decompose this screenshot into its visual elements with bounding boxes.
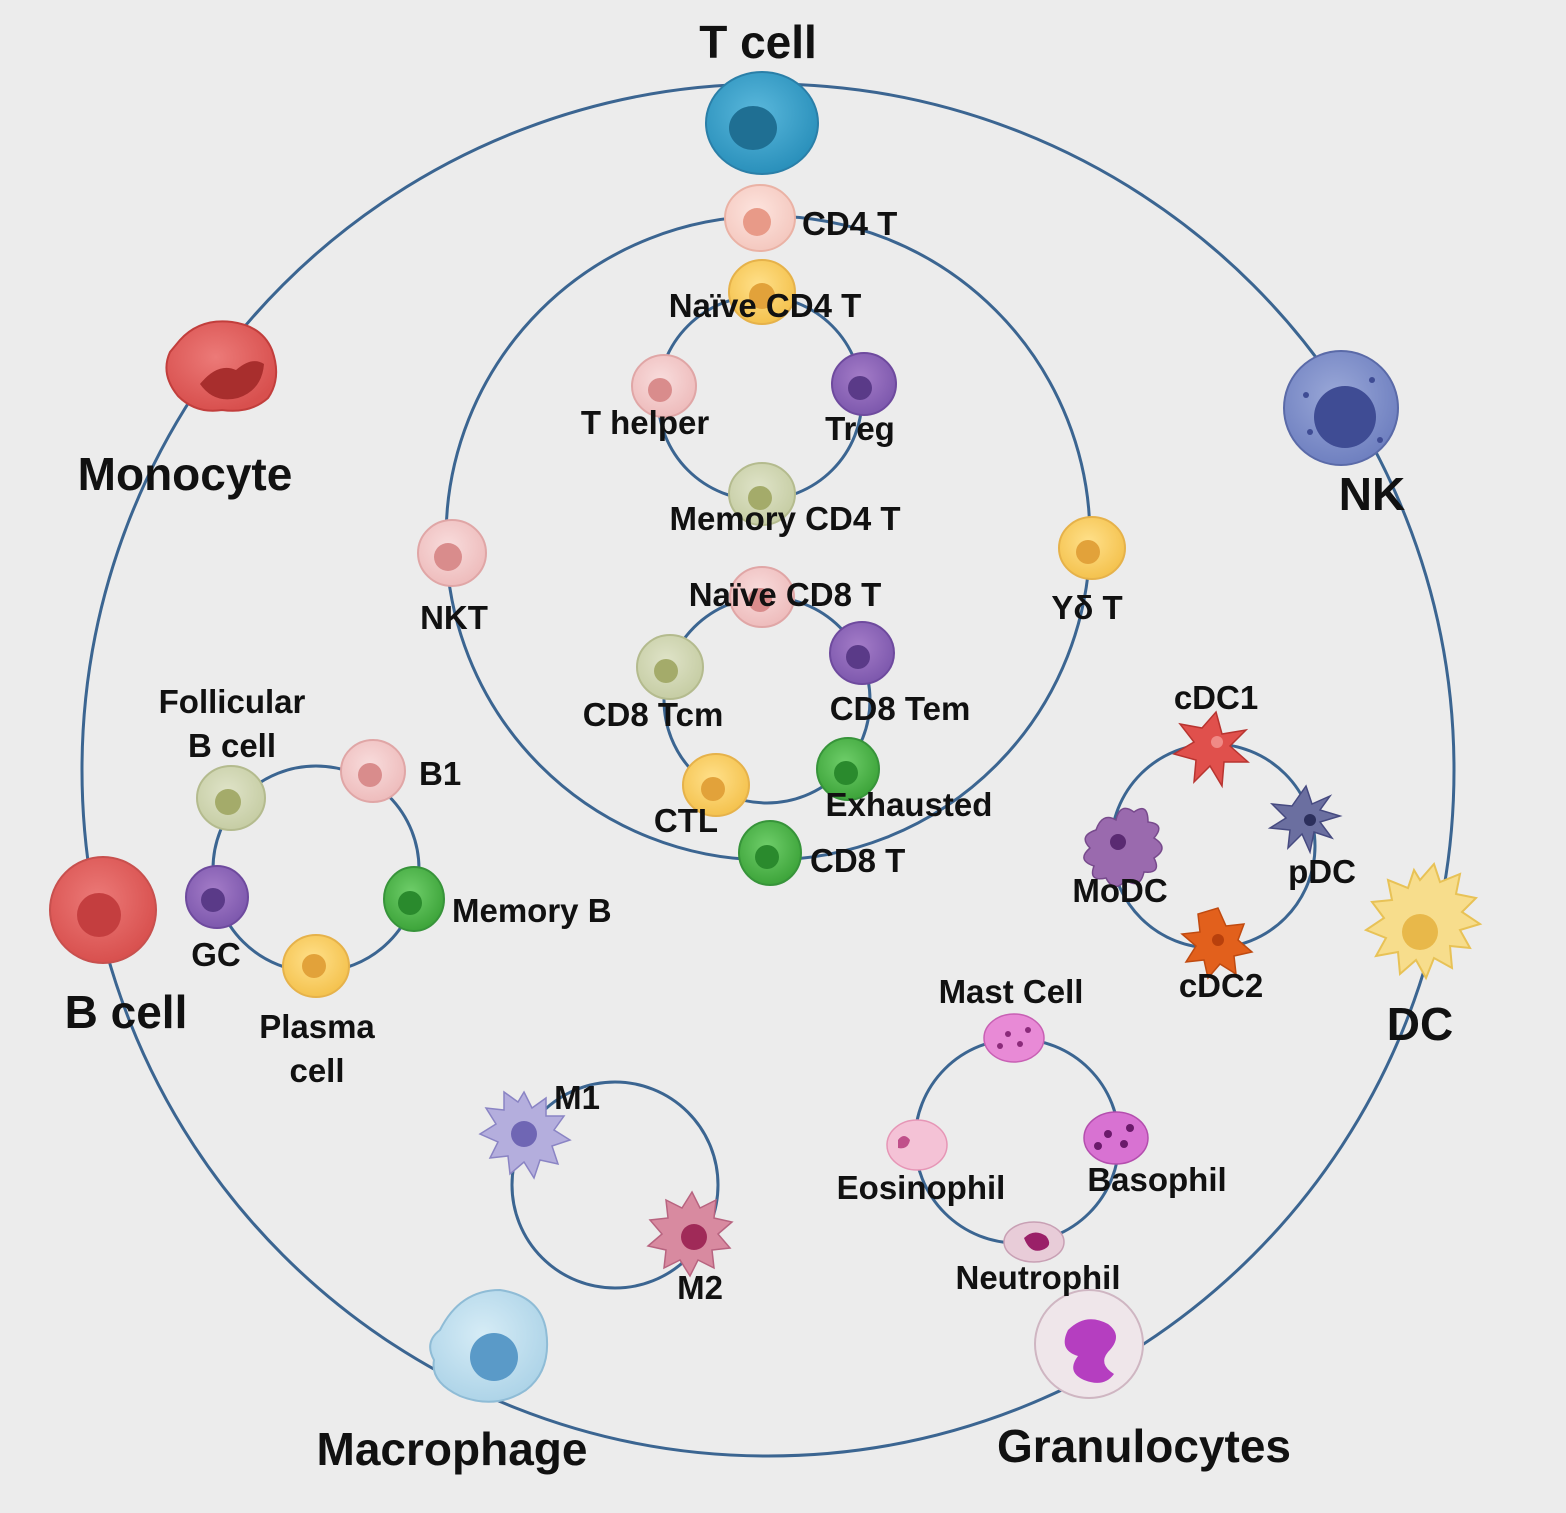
ctl-icon <box>682 753 750 817</box>
eosinophil-label: Eosinophil <box>837 1169 1006 1206</box>
treg-icon <box>831 352 897 416</box>
cd8-tcm-icon <box>636 634 704 700</box>
nkt-label: NKT <box>420 599 488 636</box>
memory-b-label: Memory B <box>452 892 612 929</box>
naive-cd8-t-label: Naïve CD8 T <box>689 576 882 613</box>
naive-cd4-t-icon <box>728 259 796 325</box>
gd-t-label: Yδ T <box>1051 589 1122 626</box>
nkt-icon <box>417 519 487 587</box>
t-helper-label: T helper <box>581 404 710 441</box>
memory-cd4-t-icon <box>728 462 796 526</box>
macrophage-icon <box>429 1288 549 1403</box>
basophil-label: Basophil <box>1087 1161 1226 1198</box>
m1-icon <box>478 1090 572 1180</box>
follicular-b-cell-icon <box>196 765 266 831</box>
cd4-t-label: CD4 T <box>802 205 897 242</box>
mast-cell-icon <box>983 1013 1045 1063</box>
exhausted-label: Exhausted <box>826 786 993 823</box>
naive-cd4-t-label: Naïve CD4 T <box>669 287 862 324</box>
monocyte-icon <box>165 320 278 412</box>
naive-cd8-t-icon <box>729 566 795 628</box>
m1-label: M1 <box>554 1079 600 1116</box>
gc-label: GC <box>191 936 241 973</box>
gc-icon <box>185 865 249 929</box>
plasma-cell-icon <box>282 934 350 998</box>
cd8-t-icon <box>738 820 802 886</box>
granulocytes-icon <box>1034 1289 1144 1399</box>
t-cell-icon <box>705 71 819 175</box>
cdc2-label: cDC2 <box>1179 967 1263 1004</box>
granulocytes-label: Granulocytes <box>997 1420 1291 1472</box>
mast-cell-label: Mast Cell <box>939 973 1084 1010</box>
plasma-label-line2: cell <box>289 1052 344 1089</box>
macrophage-label: Macrophage <box>317 1423 588 1475</box>
b1-icon <box>340 739 406 803</box>
plasma-label-line1: Plasma <box>259 1008 375 1045</box>
memory-b-icon <box>383 866 445 932</box>
cd4-t-icon <box>724 184 796 252</box>
monocyte-label: Monocyte <box>78 448 293 500</box>
b-cell-label: B cell <box>65 986 188 1038</box>
cd8-t-label: CD8 T <box>810 842 905 879</box>
gd-t-icon <box>1058 516 1126 580</box>
dc-label: DC <box>1387 998 1453 1050</box>
pdc-label: pDC <box>1288 853 1356 890</box>
cd8-tcm-label: CD8 Tcm <box>583 696 724 733</box>
cdc1-icon <box>1172 710 1250 789</box>
basophil-icon <box>1083 1111 1149 1165</box>
b1-label: B1 <box>419 755 461 792</box>
macrophage-ring <box>510 1080 720 1290</box>
m2-label: M2 <box>677 1269 723 1306</box>
m2-icon <box>646 1190 734 1278</box>
nk-icon <box>1283 350 1399 466</box>
nk-label: NK <box>1339 468 1405 520</box>
neutrophil-label: Neutrophil <box>956 1259 1121 1296</box>
cd8-tem-icon <box>829 621 895 685</box>
t-cell-label: T cell <box>699 16 817 68</box>
cdc2-icon <box>1180 907 1254 980</box>
dc-icon <box>1363 862 1483 981</box>
neutrophil-icon <box>1003 1221 1065 1263</box>
t-helper-icon <box>631 354 697 418</box>
eosinophil-icon <box>886 1119 948 1171</box>
modc-label: MoDC <box>1072 872 1167 909</box>
b-cell-icon <box>49 856 157 964</box>
follicular-label-line1: Follicular <box>159 683 306 720</box>
cdc1-label: cDC1 <box>1174 679 1258 716</box>
memory-cd4-t-label: Memory CD4 T <box>669 500 900 537</box>
ctl-label: CTL <box>654 802 718 839</box>
pdc-icon <box>1267 784 1343 855</box>
cd8-tem-label: CD8 Tem <box>830 690 971 727</box>
exhausted-icon <box>816 737 880 801</box>
modc-icon <box>1083 807 1163 888</box>
treg-label: Treg <box>825 410 895 447</box>
follicular-label-line2: B cell <box>188 727 276 764</box>
